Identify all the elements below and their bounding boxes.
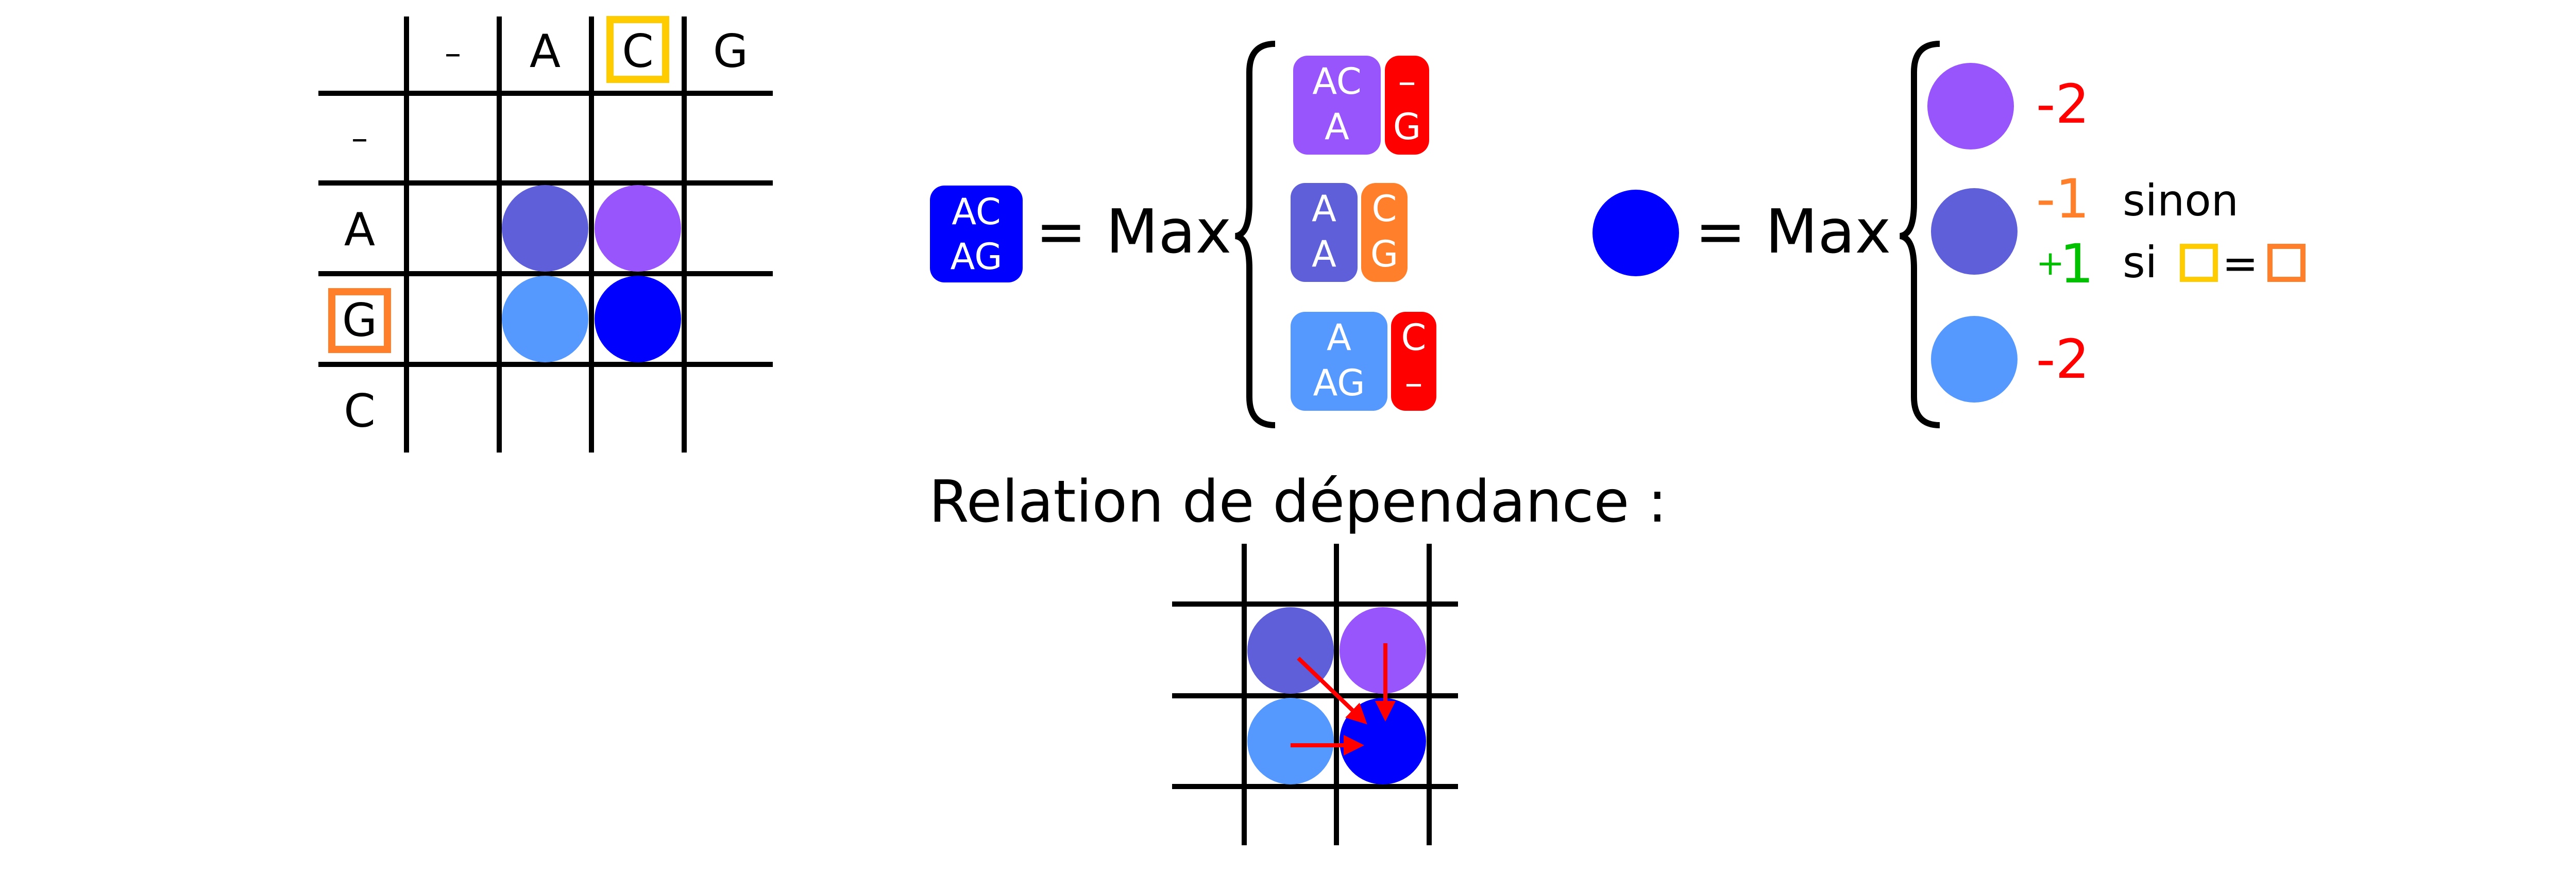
cell-diagonal-circle: [502, 185, 588, 272]
lhs-alignment-tile: [930, 186, 1023, 282]
option1-right-tile: [1385, 56, 1429, 155]
term-diagonal-score-sign: +: [2036, 243, 2064, 283]
left-brace: [1899, 41, 1940, 428]
matrix-top-header: G: [713, 25, 748, 78]
condition-si-label: si: [2123, 237, 2157, 288]
equals-max-label: = Max: [1695, 196, 1891, 267]
left-brace: [1234, 41, 1276, 428]
condition-sinon-label: sinon: [2123, 175, 2239, 226]
matrix-left-header: –: [351, 120, 368, 158]
current-cell-circle: [1592, 190, 1679, 276]
equation-alignment-max: AC AG = Max AC A – G A A C G A AG C –: [930, 41, 1436, 428]
dep-left-circle: [1247, 698, 1334, 784]
matrix-left-header: A: [344, 203, 375, 256]
cell-left-circle: [502, 276, 588, 362]
alignment-matrix: – A C G – A G C: [318, 16, 773, 453]
highlight-box-gold: [606, 16, 669, 83]
cell-up-circle: [595, 185, 681, 272]
matrix-top-header: A: [530, 25, 561, 78]
option2-left-tile: [1291, 183, 1358, 282]
option1-right-line1: –: [1398, 60, 1416, 103]
option3-right-line2: –: [1405, 362, 1423, 404]
lhs-alignment-line1: AC: [952, 191, 1001, 233]
term-left-score: -2: [2036, 328, 2090, 391]
dependency-title: Relation de dépendance :: [929, 469, 1667, 536]
term-diagonal-score-mismatch: -1: [2036, 168, 2090, 230]
term-up-circle: [1927, 63, 2014, 149]
equation-score-max: = Max -2 -1 sinon + 1 si = -2: [1592, 41, 2306, 428]
option3-left-line1: A: [1327, 316, 1351, 359]
term-left-circle: [1931, 316, 2018, 403]
lhs-alignment-line2: AG: [951, 236, 1003, 278]
term-diagonal-score-match: 1: [2060, 232, 2094, 295]
dep-up-circle: [1340, 607, 1426, 694]
option2-right-tile: [1361, 183, 1408, 282]
matrix-left-header: C: [344, 384, 375, 438]
highlight-box-orange: [328, 288, 391, 353]
option1-left-line1: AC: [1312, 60, 1362, 103]
condition-orange-box: [2267, 244, 2306, 282]
dependency-relation: Relation de dépendance :: [929, 469, 1667, 845]
dep-arrow-diagonal: [1297, 657, 1367, 725]
condition-gold-box: [2180, 244, 2218, 282]
matrix-top-header: –: [445, 35, 461, 73]
option1-right-line2: G: [1393, 106, 1421, 148]
term-diagonal-circle: [1931, 188, 2018, 275]
option2-right-line2: G: [1370, 233, 1398, 275]
condition-equals-sign: =: [2222, 238, 2258, 289]
option2-left-line2: A: [1312, 233, 1336, 275]
option3-right-tile: [1391, 312, 1436, 411]
equals-max-label: = Max: [1036, 196, 1231, 267]
cell-current-circle: [595, 276, 681, 362]
option3-left-line2: AG: [1313, 362, 1365, 404]
option1-left-tile: [1293, 56, 1381, 155]
option2-left-line1: A: [1312, 188, 1336, 230]
option2-right-line1: C: [1372, 188, 1397, 230]
matrix-top-header: C: [622, 25, 653, 78]
option3-left-tile: [1291, 312, 1387, 411]
matrix-left-header: G: [342, 294, 377, 347]
term-up-score: -2: [2036, 73, 2090, 136]
option3-right-line1: C: [1401, 316, 1427, 359]
option1-left-line2: A: [1325, 106, 1349, 148]
